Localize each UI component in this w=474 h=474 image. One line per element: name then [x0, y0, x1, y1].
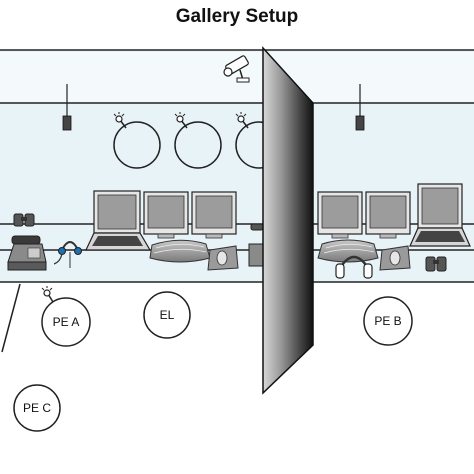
binoculars-icon	[425, 256, 447, 272]
microphone-icon	[41, 286, 54, 303]
binoculars-icon	[13, 213, 35, 227]
keyboard-icon	[317, 239, 379, 263]
camera-icon	[223, 55, 250, 83]
person-pe-a: PE A	[41, 286, 91, 347]
person-pe-c-label: PE C	[23, 401, 51, 415]
telephone-icon	[248, 223, 266, 267]
sightline	[1, 283, 21, 353]
monitor-icon	[143, 191, 189, 239]
mouse-icon	[207, 245, 239, 271]
keyboard-icon	[149, 239, 211, 263]
microphone-icon	[235, 112, 249, 129]
headphones-icon	[335, 255, 373, 279]
person-pe-b-label: PE B	[374, 314, 401, 328]
microphone-zone	[174, 112, 222, 169]
microphone-icon	[174, 112, 188, 129]
laptop-icon	[409, 183, 471, 247]
person-pe-b: PE B	[363, 296, 413, 346]
person-pe-a-label: PE A	[53, 315, 80, 329]
ceiling-light-icon	[355, 84, 365, 131]
ceiling-light-icon	[62, 84, 72, 131]
person-el-label: EL	[160, 308, 175, 322]
monitor-icon	[365, 191, 411, 239]
microphone-icon	[113, 112, 127, 129]
monitor-icon	[317, 191, 363, 239]
laptop-icon	[85, 190, 152, 251]
mouse-icon	[379, 245, 411, 271]
partition-wall	[262, 46, 314, 395]
monitor-icon	[191, 191, 237, 239]
person-el: EL	[143, 291, 191, 339]
diagram-title: Gallery Setup	[175, 6, 299, 27]
telephone-icon	[7, 235, 47, 271]
microphone-zone	[113, 112, 161, 169]
person-pe-c: PE C	[13, 384, 61, 432]
headset-icon	[53, 241, 82, 268]
